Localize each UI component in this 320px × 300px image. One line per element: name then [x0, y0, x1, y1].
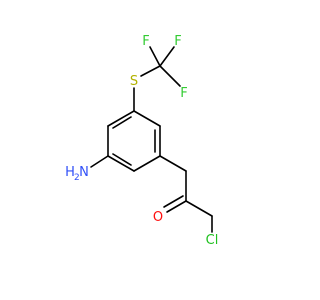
amine-n-label: N	[79, 165, 89, 180]
fluorine-label-top-right: F	[174, 34, 181, 49]
fluorine-label-right: F	[180, 86, 187, 101]
oxygen-label: O	[153, 210, 163, 225]
chloroacetonyl-chain	[159, 155, 213, 233]
amine-h-label: H	[65, 165, 75, 180]
chlorine-label: Cl	[206, 233, 219, 248]
molecule-structure-diagram: F F F S N H 2 O Cl	[65, 34, 219, 248]
amine-subscript-label: 2	[74, 173, 80, 183]
sulfur-label: S	[130, 74, 138, 89]
fluorine-label-top-left: F	[142, 34, 149, 49]
amino-group	[90, 155, 109, 168]
amine-label: N H 2	[65, 165, 89, 183]
benzene-ring	[107, 110, 161, 172]
trifluoromethylthio-group	[133, 46, 181, 112]
